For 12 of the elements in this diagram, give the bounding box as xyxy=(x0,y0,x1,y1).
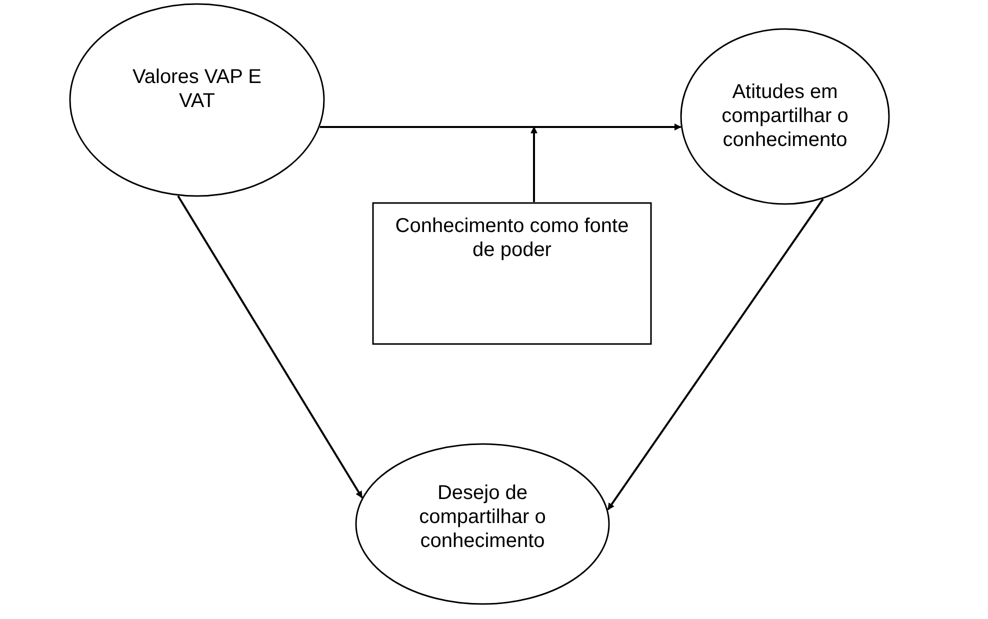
node-label: Valores VAP E VAT xyxy=(132,65,262,113)
arrow xyxy=(177,195,363,498)
node-label: Atitudes em compartilhar o conhecimento xyxy=(720,80,850,152)
node-label: Conhecimento como fonte de poder xyxy=(394,214,630,262)
ellipse-node xyxy=(680,28,890,205)
process-box xyxy=(372,202,652,345)
node-label: Desejo de compartilhar o conhecimento xyxy=(418,481,547,553)
arrow xyxy=(320,124,682,130)
ellipse-node xyxy=(69,3,325,197)
ellipse-node xyxy=(355,443,610,605)
arrow xyxy=(607,198,824,510)
arrow xyxy=(530,126,538,202)
